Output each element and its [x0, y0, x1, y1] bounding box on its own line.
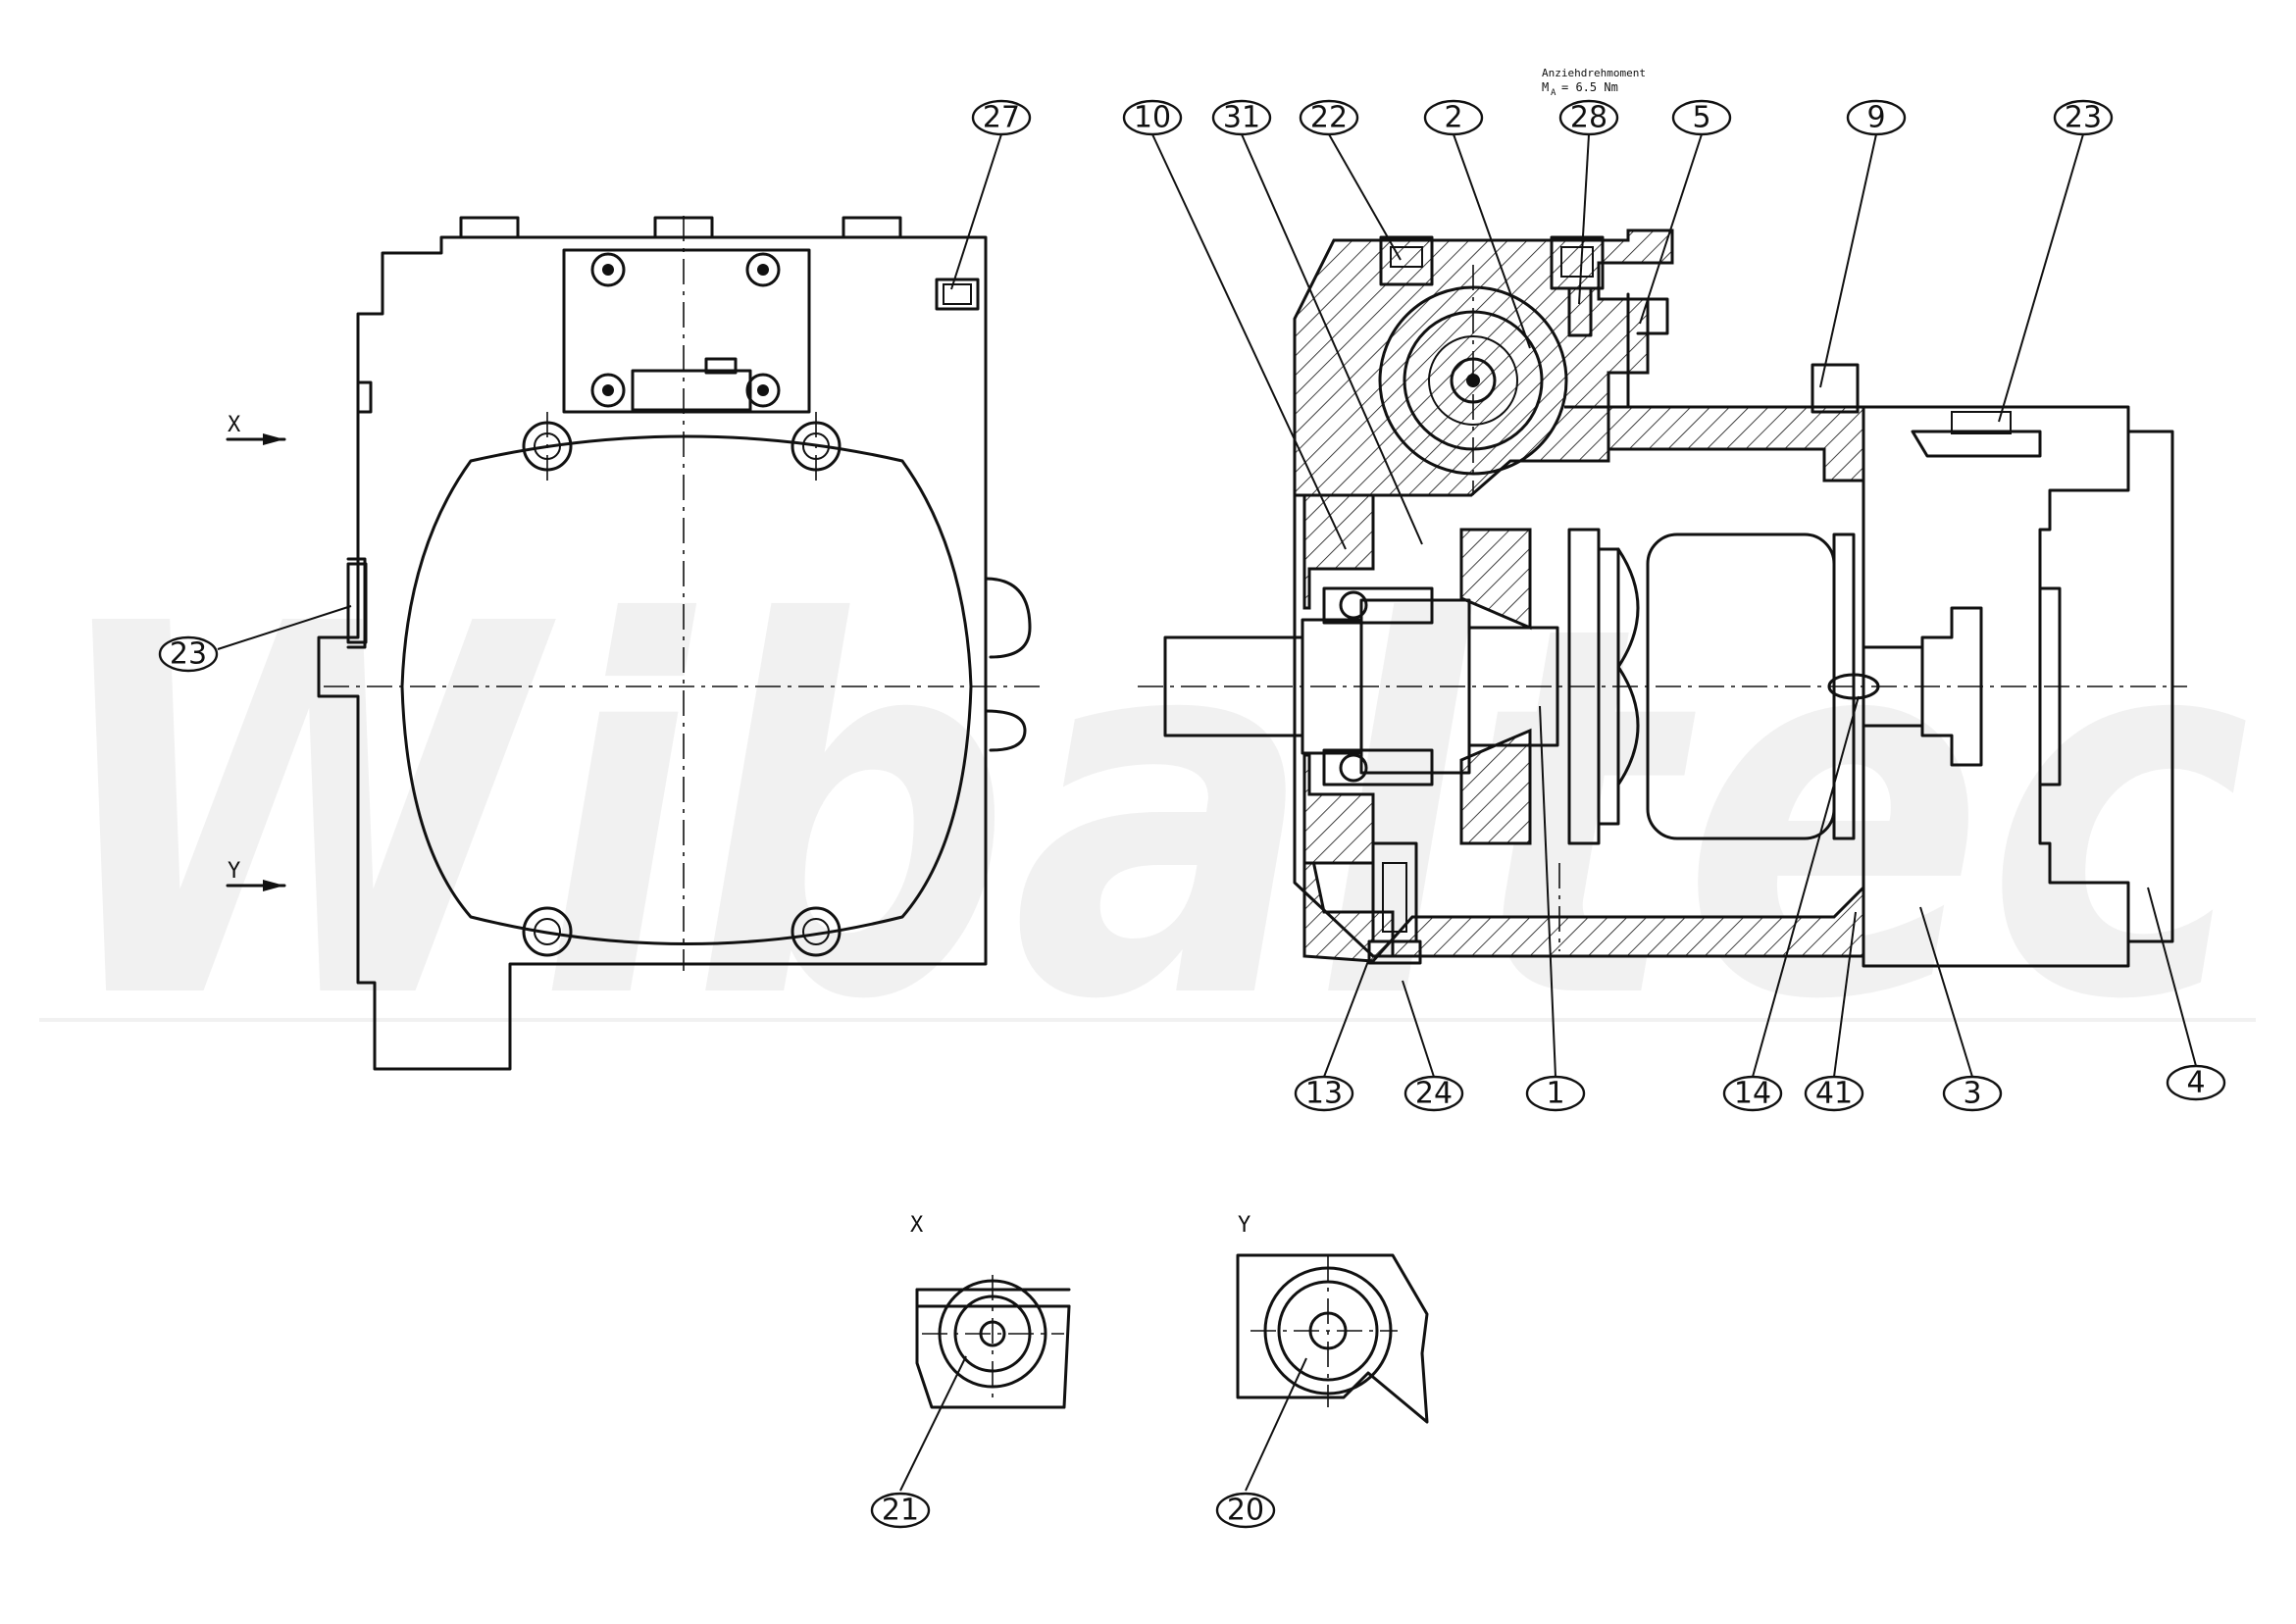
balloon-20: 20: [1215, 1492, 1276, 1529]
balloon-3: 3: [1942, 1075, 2003, 1112]
svg-text:1: 1: [1546, 1077, 1564, 1111]
balloon-14: 14: [1722, 1075, 1783, 1112]
svg-text:2: 2: [1444, 101, 1462, 135]
svg-text:3: 3: [1963, 1077, 1981, 1111]
detail-x-title: X: [910, 1213, 924, 1238]
svg-text:13: 13: [1305, 1077, 1343, 1111]
svg-text:23: 23: [170, 637, 207, 672]
svg-text:14: 14: [1734, 1077, 1771, 1111]
svg-text:24: 24: [1415, 1077, 1453, 1111]
balloon-27: 27: [971, 99, 1032, 136]
torque-value: = 6.5 Nm: [1561, 80, 1618, 94]
svg-text:27: 27: [983, 101, 1020, 135]
balloon-41: 41: [1804, 1075, 1864, 1112]
part-balloons: 27 10 31 22 2 28 5 9 23 23 13 24 1 14 41…: [158, 99, 2226, 1529]
svg-text:4: 4: [2186, 1066, 2205, 1100]
front-view: X Y: [226, 216, 1040, 1071]
balloon-1: 1: [1525, 1075, 1586, 1112]
view-marker-y: Y: [228, 859, 240, 884]
detail-y: Y: [1236, 1213, 1429, 1424]
balloon-13: 13: [1294, 1075, 1354, 1112]
balloon-9: 9: [1846, 99, 1907, 136]
balloon-23-top: 23: [2053, 99, 2114, 136]
balloon-22: 22: [1299, 99, 1359, 136]
svg-text:41: 41: [1815, 1077, 1853, 1111]
balloon-28: 28: [1558, 99, 1619, 136]
balloon-21: 21: [870, 1492, 931, 1529]
watermark-text: Wibaltec: [44, 517, 2251, 1111]
svg-text:22: 22: [1310, 101, 1348, 135]
torque-annotation: Anziehdrehmoment M A = 6.5 Nm: [1542, 67, 1646, 98]
detail-y-title: Y: [1238, 1213, 1250, 1238]
svg-text:21: 21: [882, 1494, 919, 1528]
detail-x: X: [910, 1213, 1071, 1409]
balloon-5: 5: [1671, 99, 1732, 136]
section-view: [1138, 228, 2187, 968]
svg-text:9: 9: [1866, 101, 1885, 135]
leader-lines: [217, 133, 2197, 1492]
torque-subscript: A: [1551, 88, 1556, 98]
torque-label: Anziehdrehmoment: [1542, 67, 1646, 79]
torque-symbol: M: [1542, 80, 1549, 94]
balloon-24: 24: [1403, 1075, 1464, 1112]
balloon-4: 4: [2166, 1064, 2226, 1101]
svg-text:20: 20: [1227, 1494, 1264, 1528]
balloon-31: 31: [1211, 99, 1272, 136]
balloon-23-left: 23: [158, 635, 219, 673]
balloon-10: 10: [1122, 99, 1183, 136]
svg-text:23: 23: [2065, 101, 2102, 135]
svg-text:5: 5: [1692, 101, 1710, 135]
svg-text:10: 10: [1134, 101, 1171, 135]
balloon-2: 2: [1423, 99, 1484, 136]
svg-text:31: 31: [1223, 101, 1260, 135]
svg-text:28: 28: [1570, 101, 1607, 135]
view-marker-x: X: [228, 413, 241, 437]
